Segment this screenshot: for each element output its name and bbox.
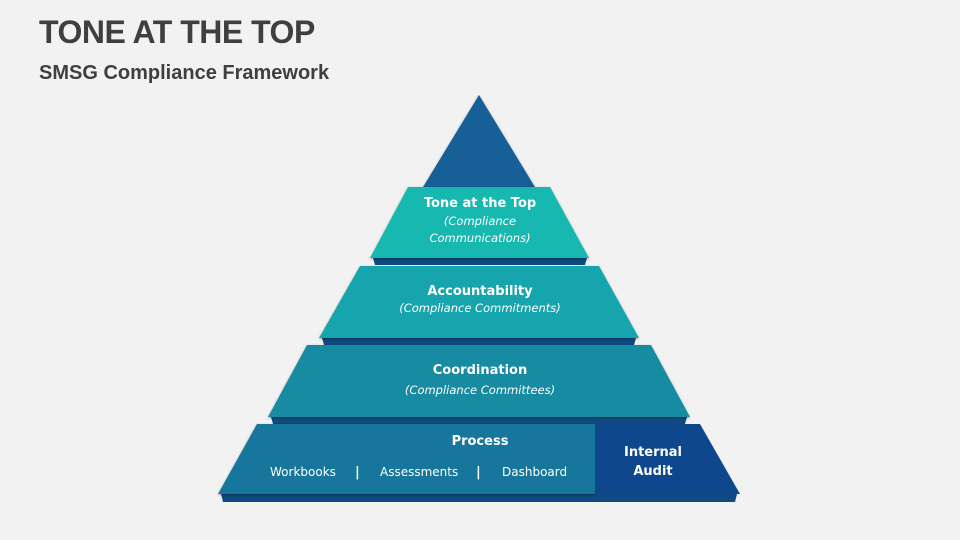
pyramid-apex: [420, 95, 538, 192]
tier1-subtitle-line1: (Compliance: [443, 214, 517, 228]
internal-audit-label: Internal Audit: [603, 443, 703, 481]
process-separator: |: [476, 465, 481, 480]
tier2-shadow-strip: [322, 338, 636, 345]
process-shape: [218, 424, 595, 494]
internal-audit-shape: [595, 424, 740, 494]
tier3-shape: [268, 345, 690, 417]
tier1-shape: [370, 187, 589, 258]
process-separator: |: [355, 465, 360, 480]
internal-audit-line2: Audit: [633, 464, 673, 479]
base-shadow-strip: [221, 494, 737, 502]
tier3-subtitle: (Compliance Committees): [404, 383, 556, 397]
tier3-label: Coordination (Compliance Committees): [300, 363, 660, 399]
process-item-assessments: Assessments: [380, 465, 459, 479]
page-title: TONE AT THE TOP: [39, 14, 315, 50]
tier3-title: Coordination: [432, 363, 528, 378]
page-subtitle: SMSG Compliance Framework: [39, 62, 330, 84]
tier1-title: Tone at the Top: [423, 196, 537, 211]
tier1-shadow-strip: [373, 258, 587, 265]
process-item-dashboard: Dashboard: [502, 465, 568, 479]
process-item-workbooks: Workbooks: [270, 465, 336, 479]
tier2-shape: [319, 266, 639, 338]
tier2-label: Accountability (Compliance Commitments): [330, 284, 630, 317]
tier2-title: Accountability: [427, 284, 533, 299]
tier2-subtitle: (Compliance Commitments): [399, 301, 561, 315]
tier1-label: Tone at the Top (Compliance Communicatio…: [380, 196, 580, 247]
internal-audit-line1: Internal: [623, 445, 683, 460]
process-title: Process: [451, 434, 509, 449]
tier3-shadow-strip: [271, 417, 687, 424]
tier1-subtitle-line2: Communications): [429, 231, 531, 245]
